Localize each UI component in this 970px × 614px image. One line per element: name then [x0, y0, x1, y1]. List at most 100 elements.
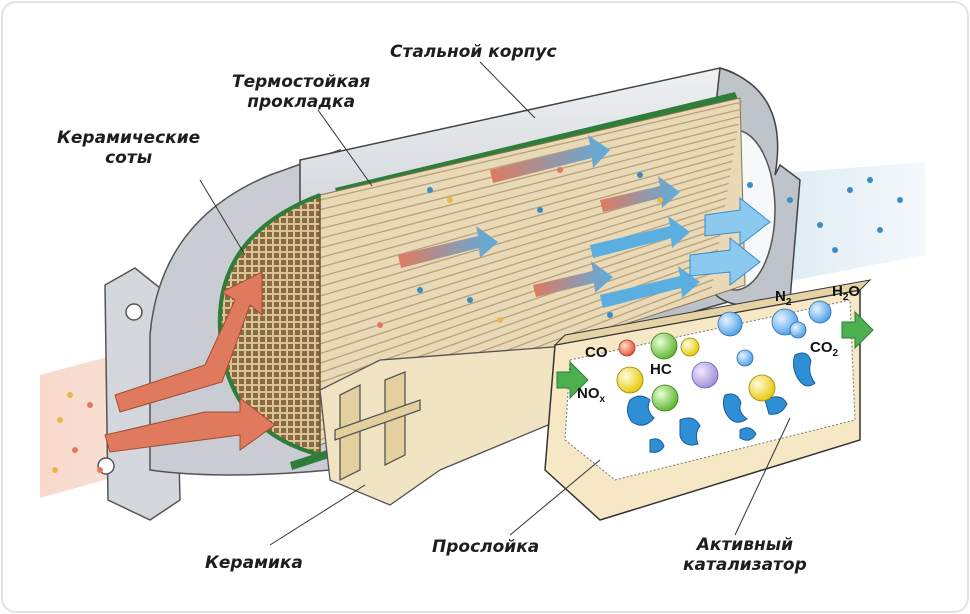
- catalyst-patch: [739, 427, 757, 441]
- leader-interlayer: [509, 459, 601, 536]
- label-catalyst: Активный катализатор: [683, 535, 807, 575]
- gas-particle: [657, 197, 663, 203]
- catalyst-patch: [649, 438, 665, 453]
- label-interlayer: Прослойка: [432, 537, 540, 557]
- flow-arrow-hot: [533, 261, 613, 297]
- chem-n2: N2: [775, 288, 792, 308]
- gas-particle: [97, 467, 103, 473]
- gas-particles: [52, 167, 903, 473]
- flow-arrow-hot: [600, 176, 680, 212]
- channel-line: [319, 190, 728, 316]
- channel-line: [319, 145, 735, 259]
- molecule-n2: [717, 311, 743, 337]
- inlet-gas-arrow: [104, 396, 276, 453]
- gas-particle: [417, 287, 423, 293]
- label-steel-body: Стальной корпус: [390, 42, 557, 62]
- interlayer-block-top: [553, 279, 872, 346]
- honeycomb-face-rim: [217, 193, 321, 457]
- gas-particle: [607, 312, 613, 318]
- active-catalyst-patches: [626, 352, 816, 453]
- gas-particle: [72, 447, 78, 453]
- gas-particle: [52, 467, 58, 473]
- inflow-green-arrow: [556, 360, 589, 400]
- gas-particle: [897, 197, 903, 203]
- gas-particle: [67, 392, 73, 398]
- channel-line: [319, 234, 721, 374]
- chem-co: CO: [585, 344, 608, 361]
- label-heat-gasket: Термостойкая прокладка: [232, 72, 371, 112]
- leader-ceramics: [269, 484, 366, 546]
- gas-particle: [537, 207, 543, 213]
- gas-particle: [817, 222, 823, 228]
- channel-line: [319, 101, 743, 201]
- gas-particle: [447, 197, 453, 203]
- catalyst-patch: [679, 417, 701, 446]
- channel-line: [319, 130, 738, 240]
- channel-line: [319, 227, 722, 364]
- gas-particle: [877, 227, 883, 233]
- channel-line: [319, 219, 724, 355]
- molecule-nox: [616, 366, 644, 394]
- outlet-gas-arrows: [689, 196, 771, 287]
- chem-h2o: H2O: [832, 283, 860, 303]
- flow-arrow-cold: [600, 266, 700, 308]
- catalyst-patch: [626, 395, 655, 426]
- outlet-arrow: [689, 236, 761, 287]
- leader-steel-body: [479, 61, 536, 119]
- catalyst-patch: [722, 393, 748, 423]
- flow-arrow-hot: [490, 135, 610, 183]
- flow-arrow-hot: [398, 226, 498, 268]
- outflow-green-arrow: [841, 310, 874, 350]
- chem-hc: HC: [650, 361, 672, 378]
- molecule-co: [618, 339, 636, 357]
- gas-particle: [832, 247, 838, 253]
- gas-particle: [557, 167, 563, 173]
- channel-line: [319, 182, 729, 307]
- outlet-arrow: [704, 196, 771, 247]
- channel-line: [319, 123, 739, 230]
- inlet-gas-arrow: [114, 271, 263, 413]
- flange-bolt-hole: [125, 303, 143, 321]
- label-ceramics: Керамика: [205, 553, 303, 573]
- chem-nox: NOx: [577, 385, 606, 405]
- molecule-hc: [680, 337, 700, 357]
- flow-arrow-cold: [590, 216, 690, 258]
- gas-particle: [87, 402, 93, 408]
- molecule-h2o: [808, 300, 832, 324]
- gas-particle: [467, 297, 473, 303]
- molecule-n2: [736, 349, 754, 367]
- molecule-hc: [650, 332, 678, 360]
- chem-co2: CO2: [810, 339, 839, 359]
- catalyst-patch: [764, 396, 788, 415]
- gas-particle: [847, 187, 853, 193]
- leader-lines: [199, 61, 791, 546]
- gas-particle: [787, 197, 793, 203]
- channel-line: [319, 153, 734, 268]
- channel-line: [319, 108, 741, 211]
- gas-particle: [867, 177, 873, 183]
- molecules: [616, 300, 832, 412]
- gas-particle: [747, 182, 753, 188]
- gas-particle: [497, 317, 503, 323]
- channel-flow-arrows: [398, 135, 700, 308]
- gas-particle: [377, 322, 383, 328]
- channel-line: [319, 138, 737, 249]
- molecule-co2: [789, 321, 807, 339]
- gas-particle: [427, 187, 433, 193]
- channel-line: [319, 197, 727, 326]
- outlet-gas-stream: [760, 162, 925, 285]
- lattice-bar: [334, 399, 421, 441]
- label-honeycomb: Керамические соты: [57, 128, 201, 168]
- molecule-hc: [651, 384, 679, 412]
- channel-line: [319, 204, 726, 336]
- catalyst-patch: [792, 352, 816, 387]
- molecule-mixed: [691, 361, 719, 389]
- leader-catalyst: [734, 417, 791, 536]
- gas-particle: [57, 417, 63, 423]
- ceramic-lattice: [334, 371, 421, 482]
- leader-heat-gasket: [317, 109, 373, 187]
- molecule-co2: [748, 374, 776, 402]
- leader-honeycomb: [199, 179, 246, 256]
- gas-particle: [637, 172, 643, 178]
